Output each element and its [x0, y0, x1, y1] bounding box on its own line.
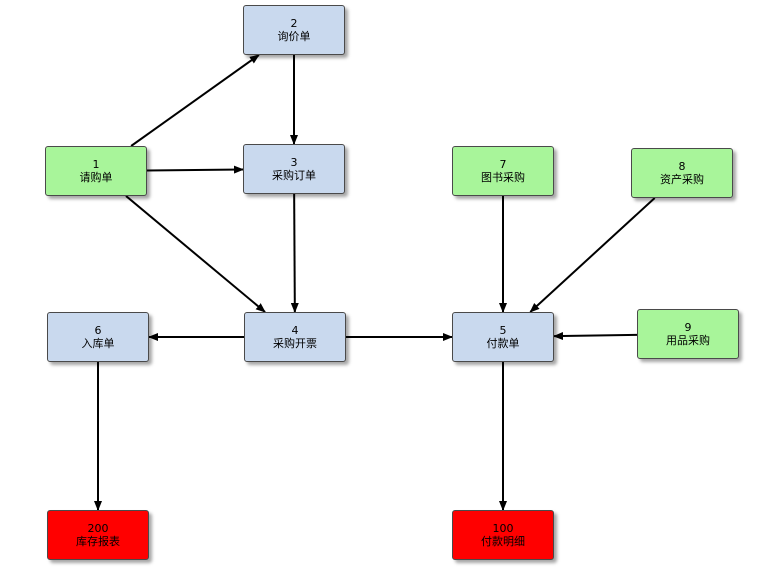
node-label: 用品采购	[666, 334, 710, 347]
node-number: 7	[499, 158, 507, 171]
node-payment-voucher[interactable]: 5 付款单	[452, 312, 554, 362]
node-warehouse-receipt[interactable]: 6 入库单	[47, 312, 149, 362]
node-inquiry-sheet[interactable]: 2 询价单	[243, 5, 345, 55]
node-number: 1	[92, 158, 100, 171]
node-purchase-invoice[interactable]: 4 采购开票	[244, 312, 346, 362]
node-number: 5	[499, 324, 507, 337]
node-supplies-purchase[interactable]: 9 用品采购	[637, 309, 739, 359]
node-label: 付款单	[486, 337, 520, 350]
node-asset-purchase[interactable]: 8 资产采购	[631, 148, 733, 198]
edge-1-to-3	[146, 165, 244, 174]
node-label: 采购订单	[272, 169, 316, 182]
node-label: 请购单	[79, 171, 113, 184]
edge-1-to-4	[125, 195, 266, 313]
edge-1-to-2	[130, 54, 260, 147]
node-purchase-request[interactable]: 1 请购单	[45, 146, 147, 196]
node-inventory-report[interactable]: 200 库存报表	[47, 510, 149, 560]
node-number: 6	[94, 324, 102, 337]
node-purchase-order[interactable]: 3 采购订单	[243, 144, 345, 194]
node-number: 8	[678, 160, 686, 173]
node-number: 9	[684, 321, 692, 334]
node-book-purchase[interactable]: 7 图书采购	[452, 146, 554, 196]
node-label: 资产采购	[660, 173, 704, 186]
edge-9-to-5	[553, 332, 638, 341]
node-number: 4	[291, 324, 299, 337]
node-number: 3	[290, 156, 298, 169]
node-label: 采购开票	[273, 337, 317, 350]
node-number: 2	[290, 17, 298, 30]
node-label: 库存报表	[76, 535, 120, 548]
node-label: 付款明细	[481, 535, 525, 548]
node-label: 入库单	[81, 337, 115, 350]
edge-8-to-5	[529, 197, 656, 313]
edge-3-to-4	[290, 193, 299, 313]
node-label: 询价单	[277, 30, 311, 43]
node-payment-details[interactable]: 100 付款明细	[452, 510, 554, 560]
node-number: 100	[492, 522, 514, 535]
node-label: 图书采购	[481, 171, 525, 184]
node-number: 200	[87, 522, 109, 535]
